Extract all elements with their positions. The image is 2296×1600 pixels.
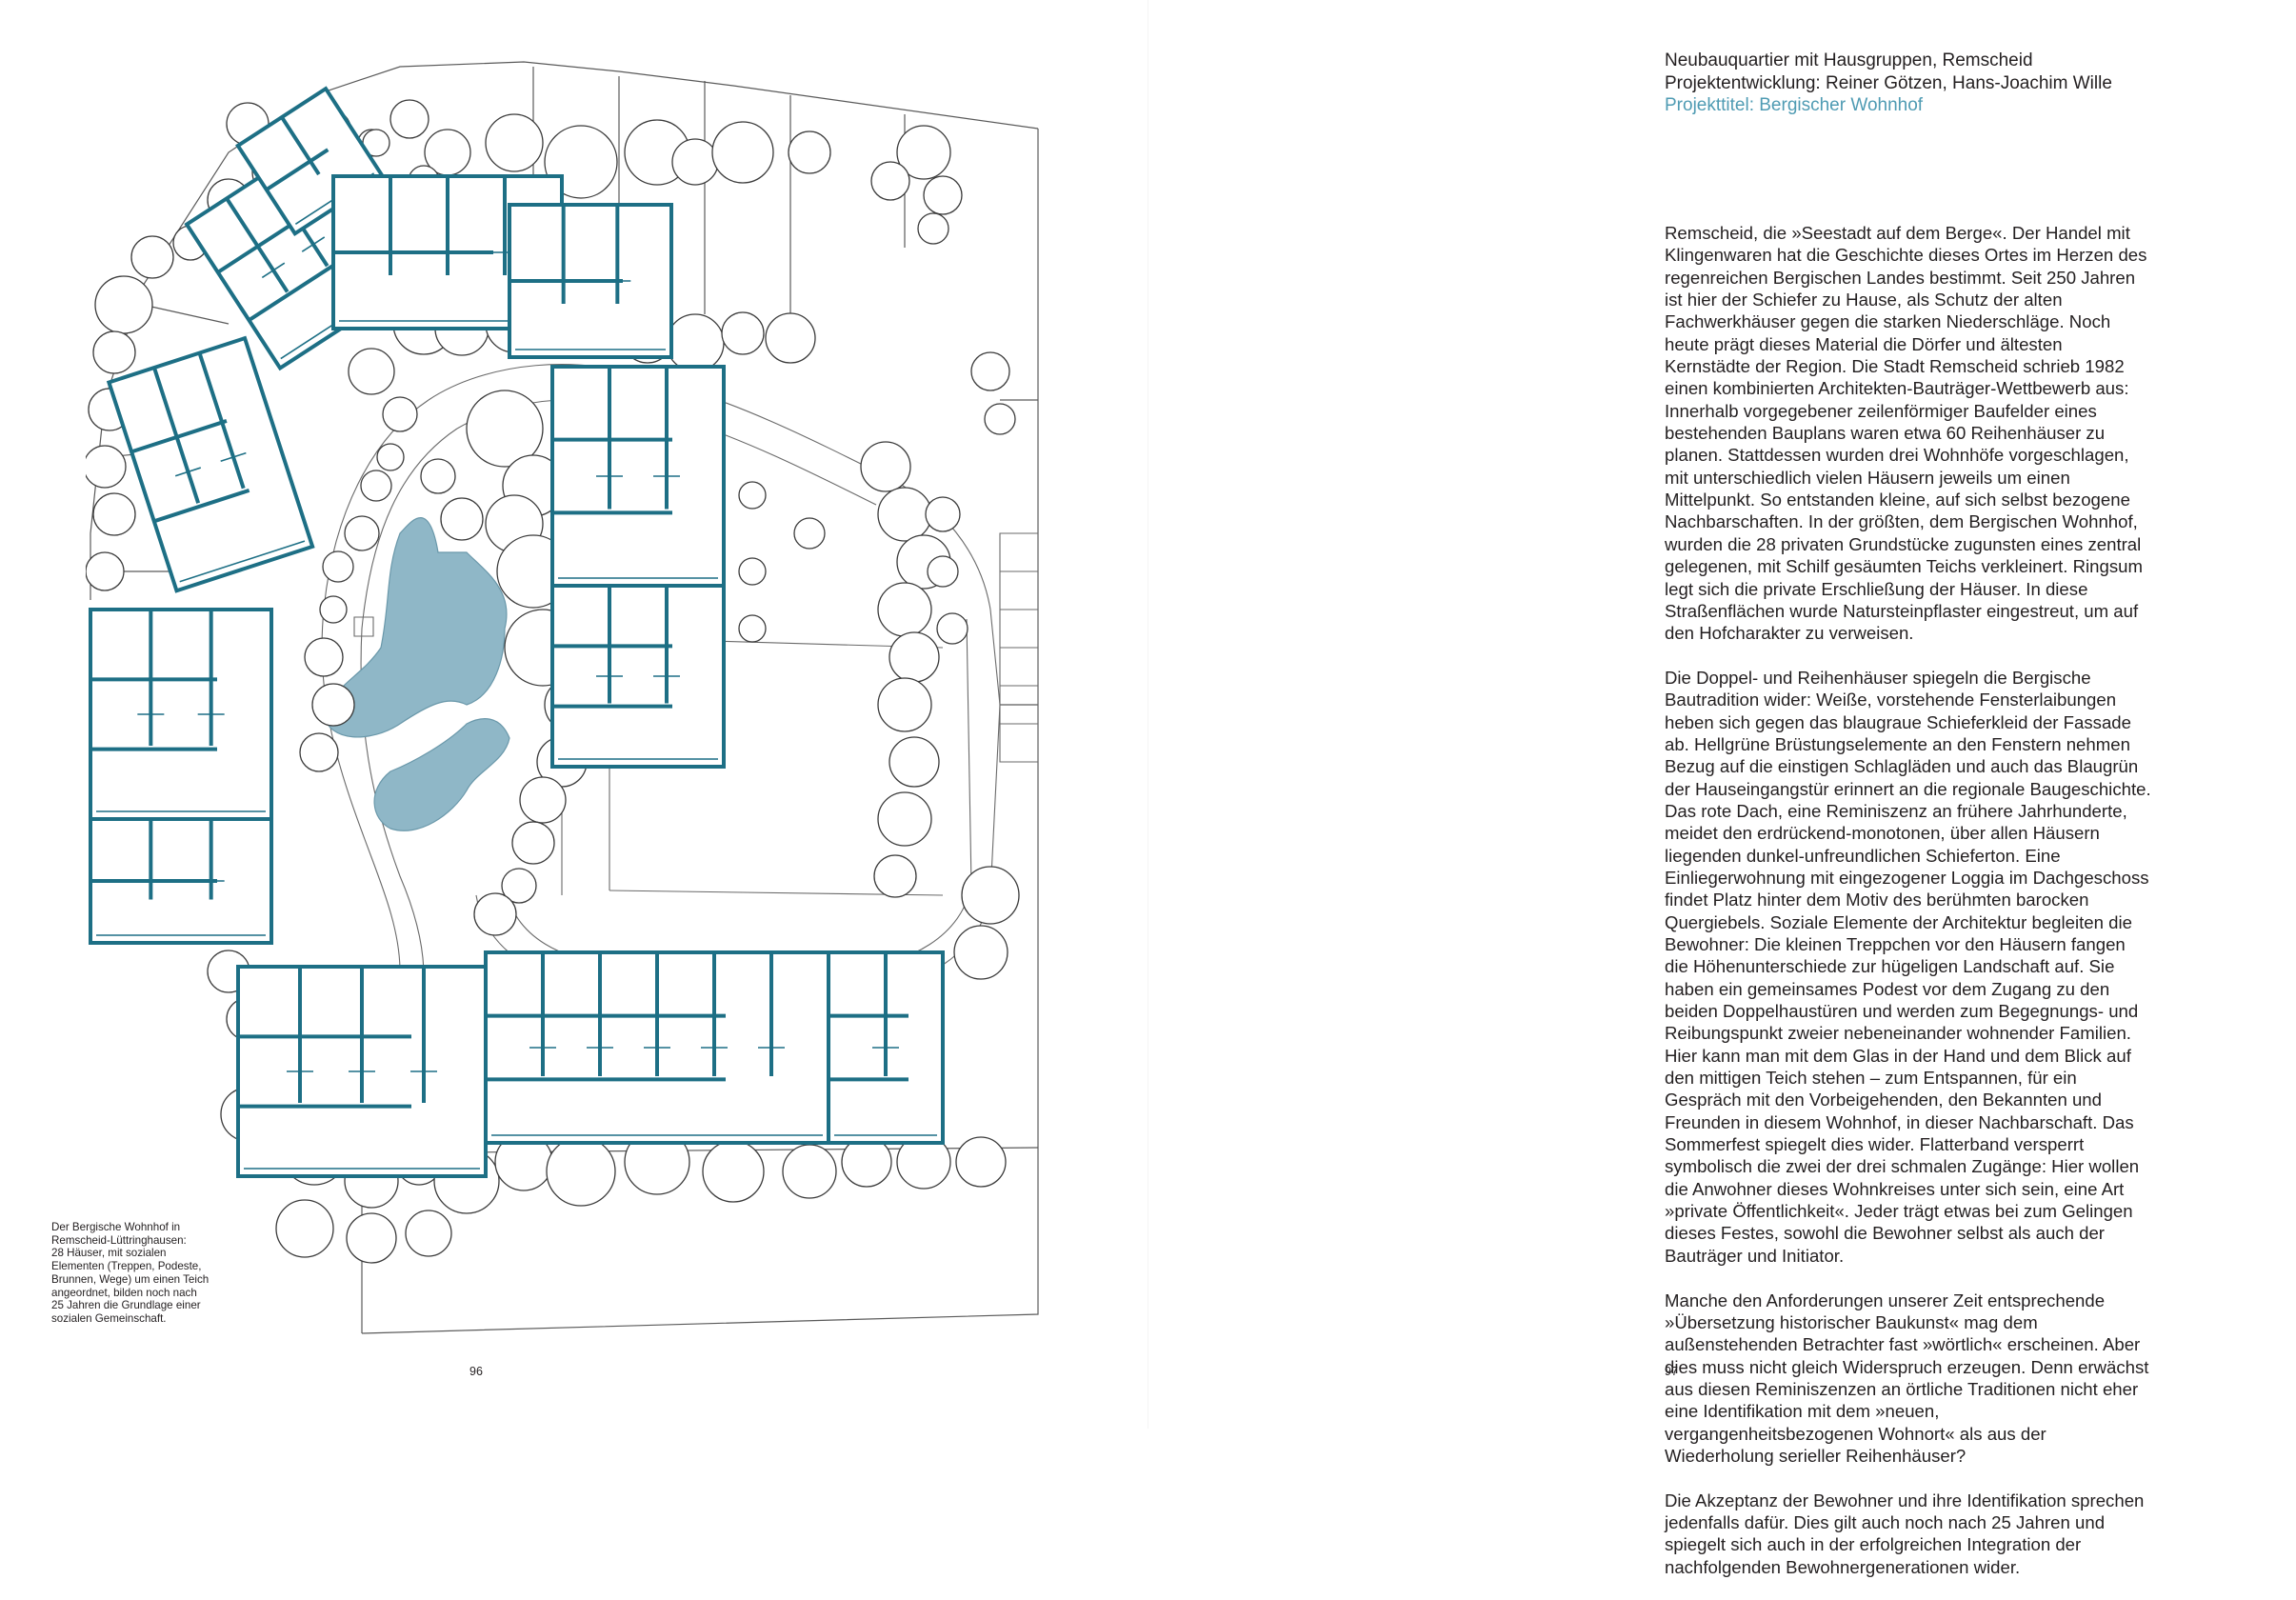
tree bbox=[927, 555, 959, 588]
tree bbox=[961, 866, 1020, 925]
tree bbox=[319, 595, 348, 624]
body-paragraph: Die Akzeptanz der Bewohner und ihre Iden… bbox=[1665, 1490, 2145, 1577]
house-row-outline bbox=[550, 584, 726, 769]
tree bbox=[92, 330, 136, 374]
tree bbox=[376, 443, 405, 471]
tree bbox=[546, 1136, 616, 1207]
party-wall bbox=[248, 264, 334, 322]
body-paragraph: Remscheid, die »Seestadt auf dem Berge«.… bbox=[1665, 223, 2147, 644]
party-wall bbox=[216, 216, 303, 274]
house-row-outline bbox=[89, 608, 273, 821]
tree bbox=[953, 925, 1008, 980]
tree bbox=[473, 892, 517, 936]
tree bbox=[466, 390, 544, 468]
heading-credits: Projektentwicklung: Reiner Götzen, Hans-… bbox=[1665, 72, 2112, 93]
body-paragraph: Manche den Anforderungen unserer Zeit en… bbox=[1665, 1290, 2149, 1466]
tree bbox=[984, 403, 1016, 435]
tree bbox=[344, 515, 380, 551]
tree bbox=[519, 776, 567, 824]
tree bbox=[923, 175, 963, 215]
tree bbox=[711, 121, 774, 184]
book-spread: Der Bergische Wohnhof in Remscheid-Lüttr… bbox=[51, 0, 2160, 1577]
tree bbox=[877, 487, 932, 542]
tree bbox=[917, 212, 949, 245]
tree bbox=[782, 1144, 837, 1199]
tree bbox=[870, 161, 910, 201]
tree bbox=[304, 637, 344, 677]
tree bbox=[877, 582, 932, 637]
tree bbox=[666, 313, 725, 372]
page-number-right: 97 bbox=[1665, 1365, 1678, 1378]
tree bbox=[440, 497, 484, 541]
tree bbox=[788, 130, 831, 174]
tree bbox=[955, 1136, 1007, 1188]
tree bbox=[671, 138, 719, 186]
tree bbox=[860, 441, 911, 492]
tree bbox=[738, 481, 767, 510]
tree bbox=[765, 312, 816, 364]
tree bbox=[420, 458, 456, 494]
tree bbox=[382, 396, 418, 432]
tree bbox=[873, 854, 917, 898]
party-wall bbox=[265, 148, 329, 191]
tree bbox=[721, 311, 765, 355]
tree bbox=[86, 551, 125, 591]
party-wall bbox=[153, 488, 250, 524]
tree bbox=[322, 550, 354, 583]
house-row-outline bbox=[106, 335, 315, 593]
stair-detail bbox=[174, 467, 202, 477]
tree bbox=[405, 1210, 452, 1257]
tree bbox=[501, 868, 537, 904]
stair-detail bbox=[301, 236, 326, 252]
tree bbox=[485, 113, 544, 172]
body-paragraph: Die Doppel- und Reihenhäuser spiegeln di… bbox=[1665, 667, 2151, 1266]
tree bbox=[970, 351, 1010, 391]
article-heading: Neubauquartier mit Hausgruppen, Remschei… bbox=[1665, 50, 2160, 117]
article-body: Remscheid, die »Seestadt auf dem Berge«.… bbox=[1665, 222, 2152, 1600]
tree bbox=[94, 275, 153, 334]
garden-edge bbox=[179, 540, 306, 583]
stair-detail bbox=[261, 262, 286, 279]
tree bbox=[877, 791, 932, 847]
tree bbox=[511, 821, 555, 865]
page-number-left: 96 bbox=[469, 1365, 483, 1378]
tree bbox=[896, 125, 951, 180]
tree bbox=[738, 614, 767, 643]
house-row-outline bbox=[550, 365, 726, 588]
heading-location: Neubauquartier mit Hausgruppen, Remschei… bbox=[1665, 50, 2033, 70]
tree bbox=[888, 631, 940, 683]
tree bbox=[346, 1212, 397, 1264]
party-wall bbox=[130, 419, 228, 454]
tree bbox=[360, 470, 392, 502]
tree bbox=[311, 683, 355, 727]
central-pond bbox=[323, 517, 510, 831]
tree bbox=[348, 348, 395, 395]
tree bbox=[389, 99, 429, 139]
tree bbox=[86, 445, 127, 489]
party-wall bbox=[280, 115, 321, 176]
stair-detail bbox=[220, 451, 247, 463]
tree bbox=[92, 492, 136, 536]
tree bbox=[130, 235, 174, 279]
tree bbox=[936, 612, 968, 645]
figure-caption: Der Bergische Wohnhof in Remscheid-Lüttr… bbox=[51, 1221, 210, 1325]
tree bbox=[275, 1199, 334, 1258]
tree bbox=[299, 732, 339, 772]
tree bbox=[702, 1140, 765, 1203]
tree bbox=[877, 677, 932, 732]
project-title: Projekttitel: Bergischer Wohnhof bbox=[1665, 95, 1924, 115]
tree bbox=[925, 496, 961, 532]
tree bbox=[793, 517, 826, 550]
site-plan-drawing bbox=[86, 61, 1039, 1334]
house-rows bbox=[89, 86, 945, 1178]
tree bbox=[888, 736, 940, 788]
tree bbox=[738, 557, 767, 586]
